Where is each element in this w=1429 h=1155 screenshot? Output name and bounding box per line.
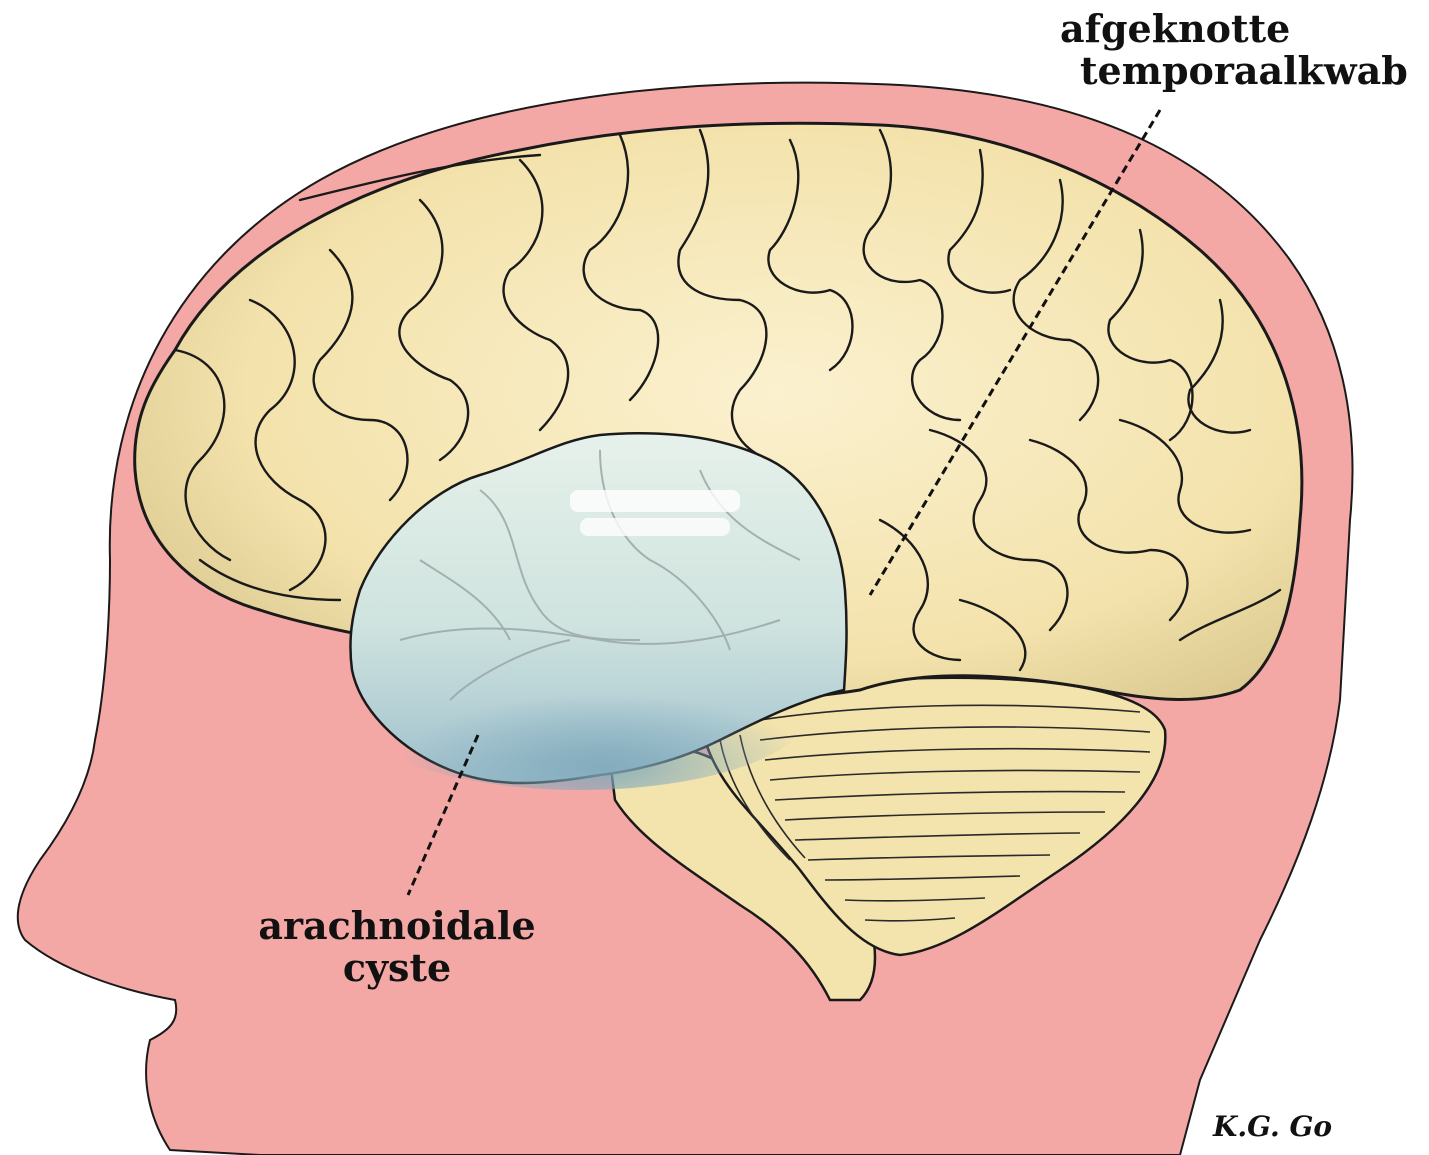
temporal-lobe-label-line2: temporaalkwab bbox=[1080, 50, 1408, 92]
artist-signature: K.G. Go bbox=[1213, 1110, 1332, 1143]
cyst-shadow bbox=[350, 630, 810, 790]
temporal-lobe-label: afgeknotte temporaalkwab bbox=[1060, 8, 1408, 92]
cyst-label: arachnoidale cyste bbox=[252, 905, 542, 989]
temporal-lobe-label-line1: afgeknotte bbox=[1060, 6, 1290, 51]
cyst-label-line1: arachnoidale bbox=[252, 905, 542, 947]
cyst-label-line2: cyste bbox=[252, 947, 542, 989]
